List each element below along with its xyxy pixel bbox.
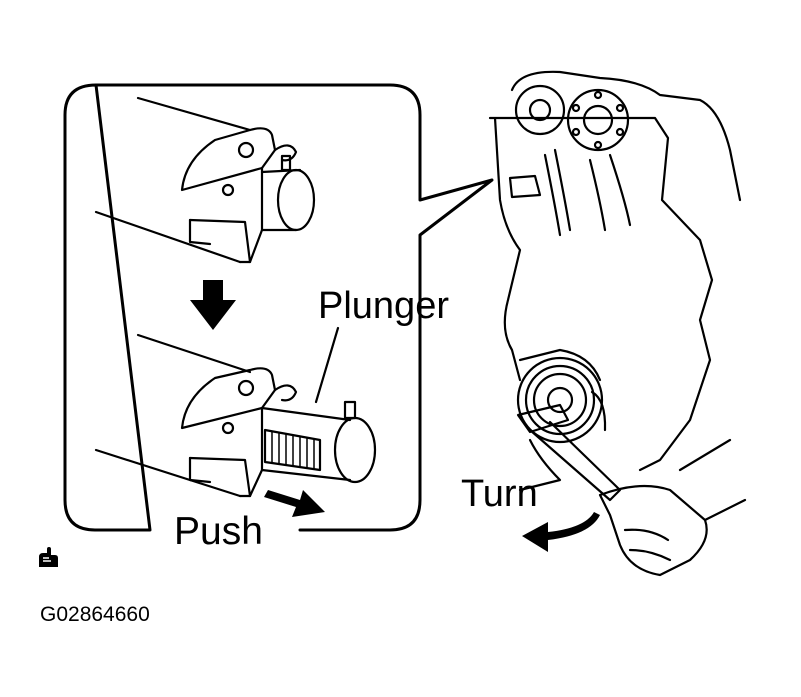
push-label: Push [166, 512, 271, 551]
tensioner-locked [94, 96, 316, 264]
tensioner-released [94, 333, 377, 498]
arrow-right-icon [264, 490, 325, 517]
engine-assembly [488, 70, 747, 577]
curved-arrow-left-icon [522, 512, 600, 552]
callout-frame [63, 83, 494, 532]
arrow-down-icon [190, 280, 236, 330]
figure-code: G02864660 [40, 603, 150, 626]
turn-label: Turn [461, 473, 538, 515]
hand-pointer-icon [39, 547, 58, 567]
plunger-label: Plunger [318, 285, 449, 327]
